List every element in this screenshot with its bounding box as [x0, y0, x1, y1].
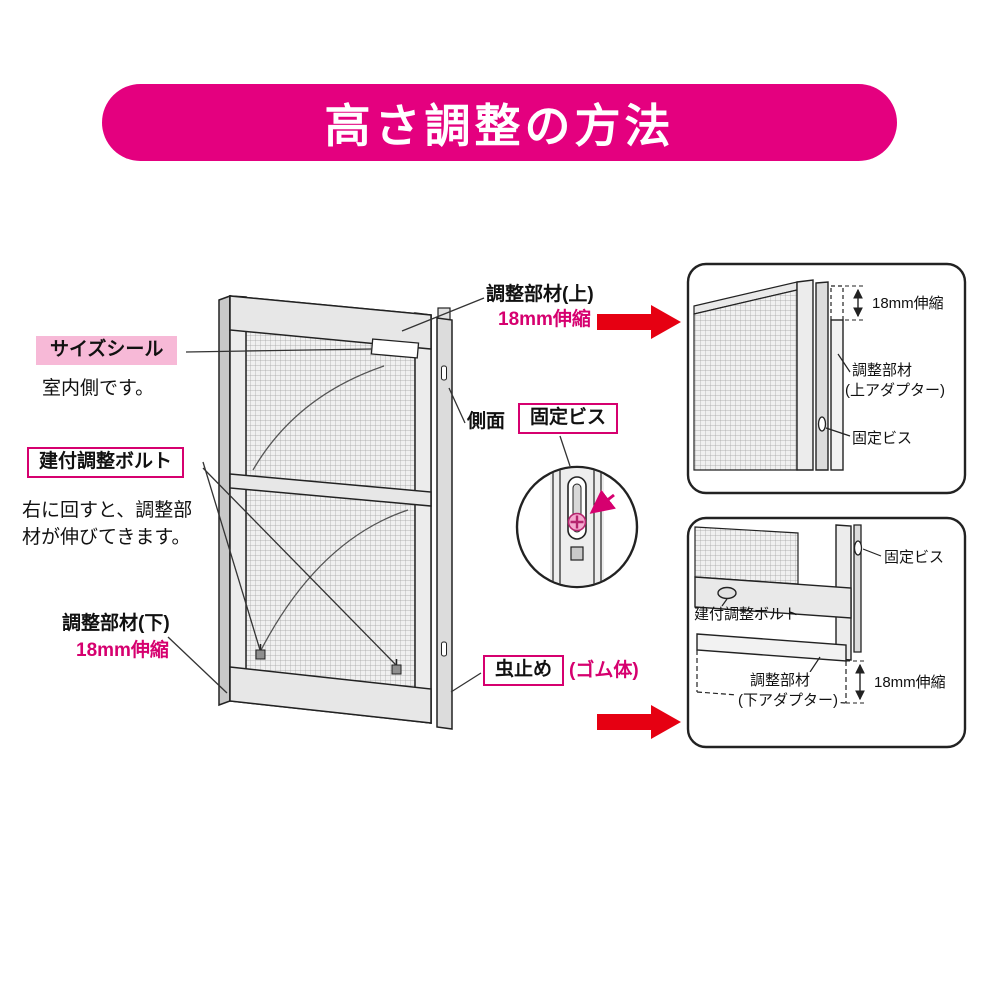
bottom-panel-adapter-line1: 調整部材: [748, 672, 813, 690]
label-adjust-bottom: 調整部材(下): [62, 613, 170, 634]
adjust-bolt-right: [391, 659, 402, 675]
size-seal-label: サイズシール: [36, 336, 178, 365]
top-panel-adapter-line1: 調整部材: [852, 362, 913, 379]
top-detail-panel: [686, 262, 967, 495]
bolt-note-line1: 右に回すと、調整部: [22, 500, 193, 521]
bottom-panel-range: 18mm伸縮: [872, 674, 948, 692]
adjust-bolt-term-box: 建付調整ボルト: [27, 447, 185, 478]
size-seal-sticker: [370, 338, 420, 359]
label-adjust-top-range: 18mm伸縮: [498, 309, 591, 330]
top-panel-adapter-line2: (上アダプター): [845, 382, 945, 399]
label-adjust-top: 調整部材(上): [486, 284, 594, 305]
bolt-note-line2: 材が伸びてきます。: [22, 527, 191, 548]
bottom-panel-fixing-screw: 固定ビス: [884, 549, 945, 566]
bottom-panel-adapter-line2: (下アダプター): [736, 692, 840, 710]
top-panel-range: 18mm伸縮: [872, 295, 944, 312]
bottom-panel-adjust-bolt: 建付調整ボルト: [694, 606, 800, 623]
magnifier-circle: [515, 465, 639, 589]
label-rubber-body: (ゴム体): [569, 660, 639, 681]
page-title: 高さ調整の方法: [324, 99, 675, 152]
screen-frame-drawing: [218, 294, 453, 730]
red-arrow-icon-top: [597, 305, 681, 339]
insect-stop-term-box: 虫止め: [483, 655, 565, 686]
top-panel-fixing-screw: 固定ビス: [852, 430, 913, 447]
fixing-screw-term-box: 固定ビス: [518, 403, 619, 434]
fixing-screw-head: [567, 512, 587, 532]
indoor-note: 室内側です。: [42, 378, 155, 399]
adjust-bolt-left: [255, 644, 266, 660]
label-side: 側面: [467, 411, 506, 432]
title-banner: 高さ調整の方法: [102, 84, 897, 161]
adjust-bolt-head: [717, 586, 737, 600]
label-adjust-bottom-range: 18mm伸縮: [76, 640, 169, 661]
red-arrow-icon-bottom: [597, 705, 681, 739]
leader-lines: [167, 297, 571, 694]
